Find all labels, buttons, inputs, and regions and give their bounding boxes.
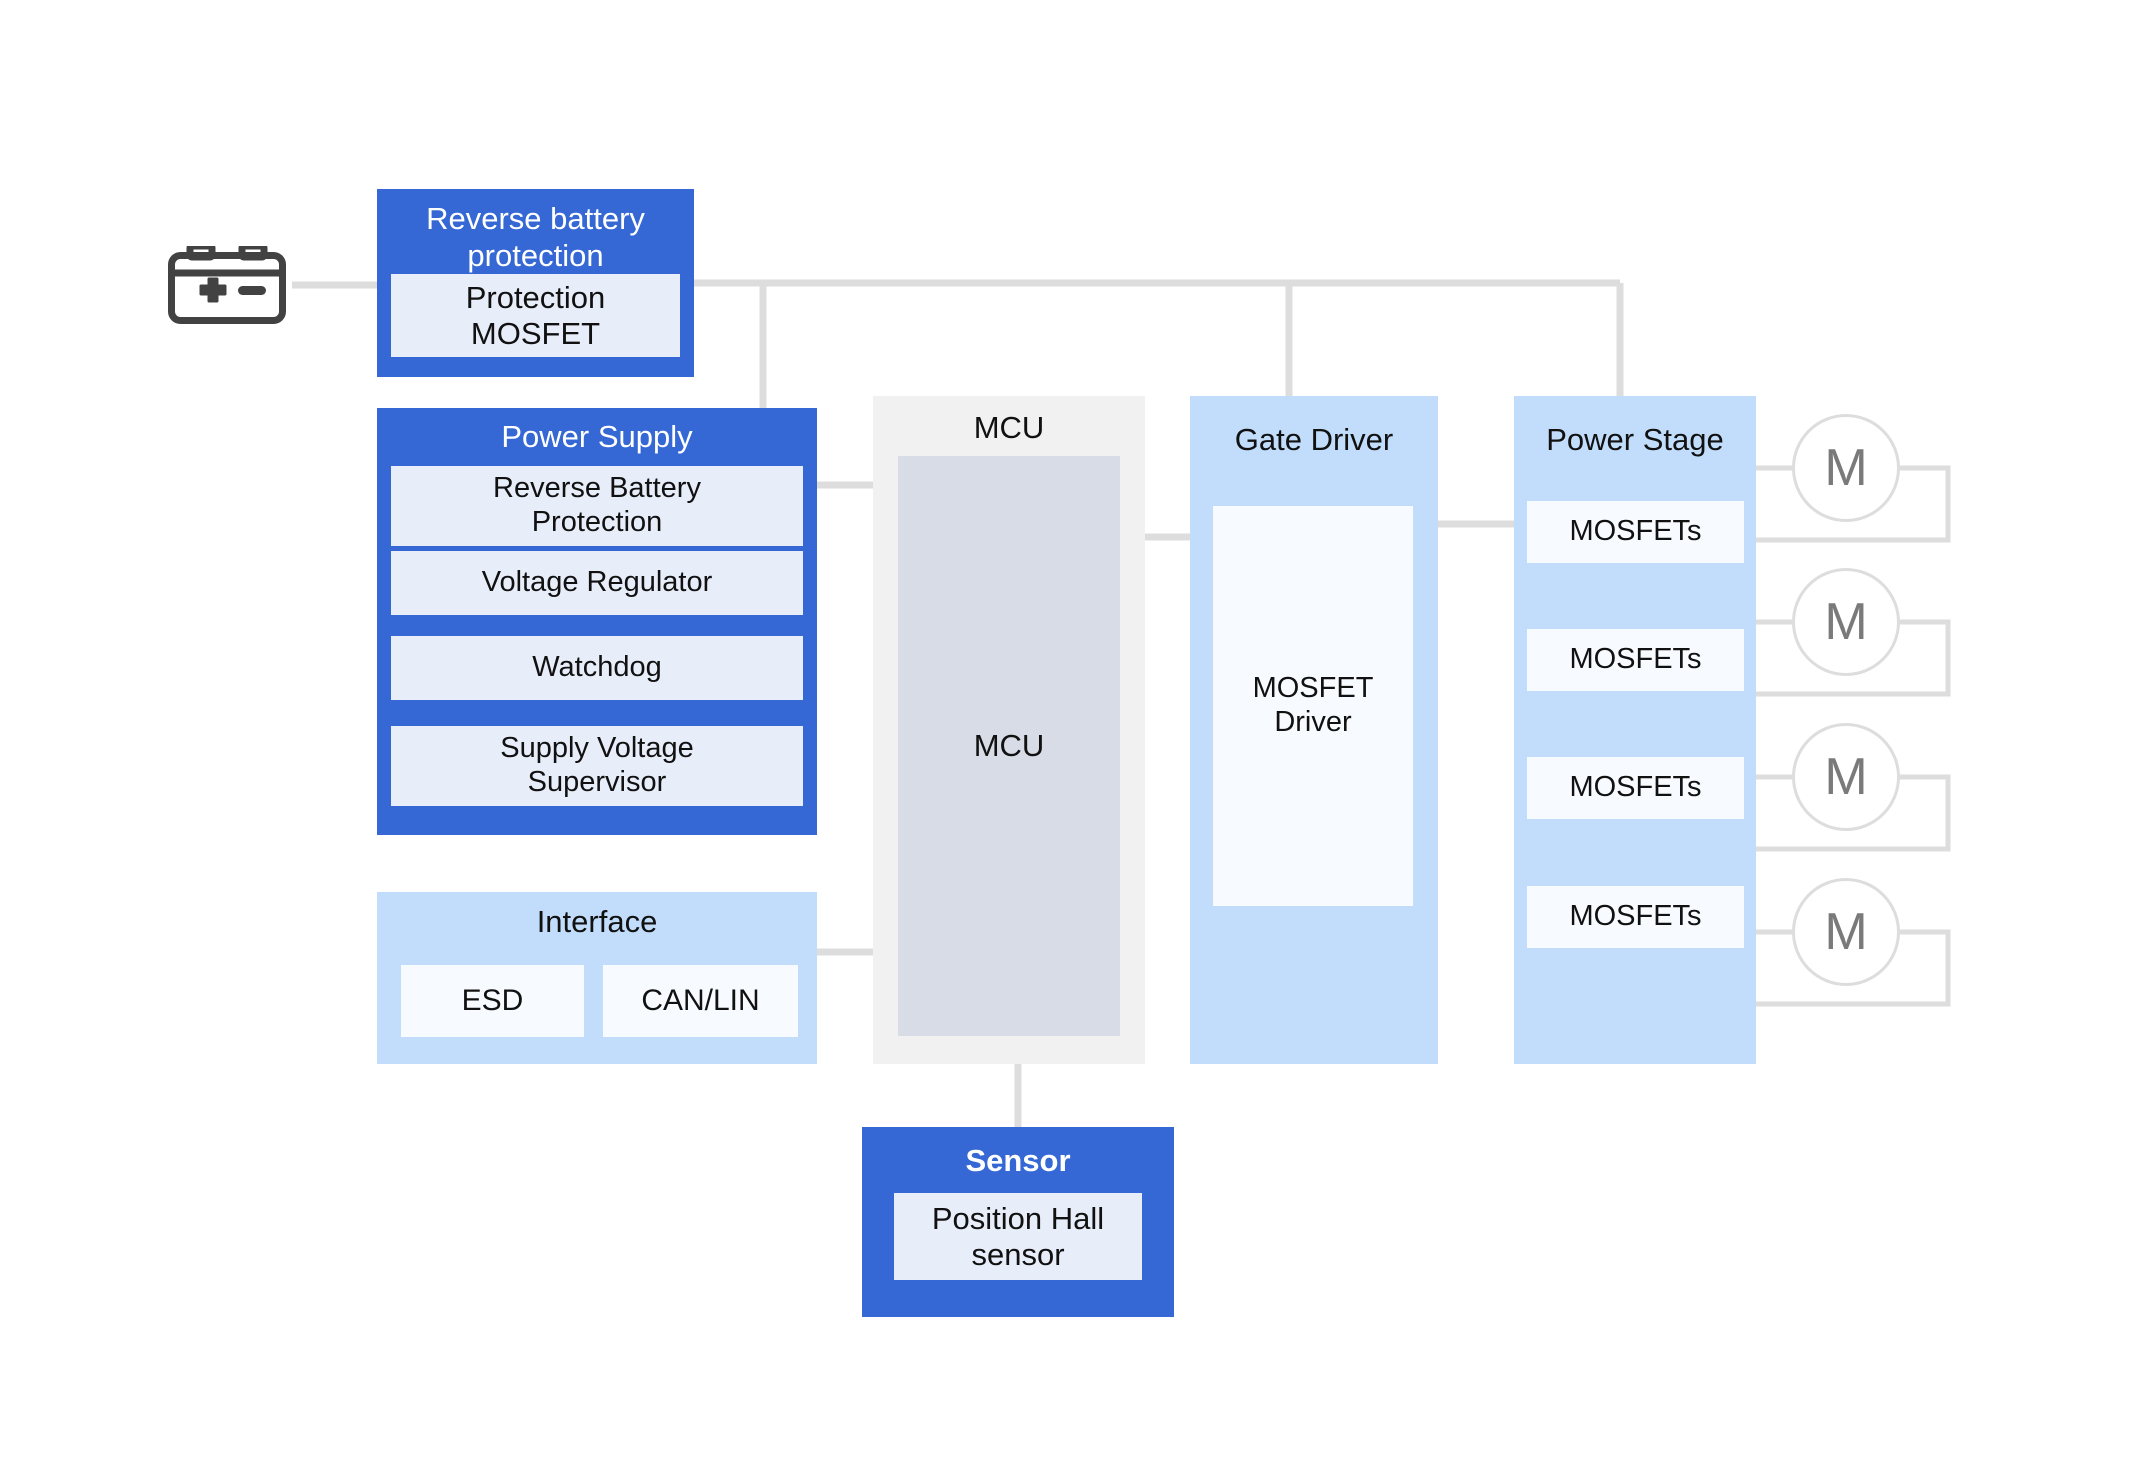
power-stage-title: Power Stage — [1546, 422, 1724, 457]
power-stage-block[interactable]: Power Stage MOSFETs MOSFETs MOSFETs MOSF… — [1514, 396, 1756, 1064]
reverse-battery-protection-title: Reverse battery protection — [426, 201, 645, 274]
car-battery-icon — [168, 246, 286, 324]
watchdog-subblock[interactable]: Watchdog — [391, 636, 803, 700]
mcu-title: MCU — [973, 410, 1045, 445]
sensor-title: Sensor — [965, 1143, 1071, 1178]
position-hall-sensor-subblock[interactable]: Position Hall sensor — [894, 1193, 1142, 1280]
esd-subblock[interactable]: ESD — [401, 965, 584, 1037]
motor-icon: M — [1792, 414, 1900, 522]
gate-driver-block[interactable]: Gate Driver MOSFET Driver — [1190, 396, 1438, 1064]
mosfets-subblock[interactable]: MOSFETs — [1527, 757, 1744, 819]
motor-icon: M — [1792, 878, 1900, 986]
can-lin-subblock[interactable]: CAN/LIN — [603, 965, 798, 1037]
interface-block[interactable]: Interface ESD CAN/LIN — [377, 892, 817, 1064]
power-supply-block[interactable]: Power Supply Reverse Battery Protection … — [377, 408, 817, 835]
reverse-battery-protection-block[interactable]: Reverse battery protection Protection MO… — [377, 189, 694, 377]
mosfet-driver-subblock[interactable]: MOSFET Driver — [1213, 506, 1413, 906]
sensor-block[interactable]: Sensor Position Hall sensor — [862, 1127, 1174, 1317]
protection-mosfet-subblock[interactable]: Protection MOSFET — [391, 274, 680, 357]
gate-driver-title: Gate Driver — [1234, 422, 1394, 457]
voltage-regulator-subblock[interactable]: Voltage Regulator — [391, 551, 803, 615]
mosfets-subblock[interactable]: MOSFETs — [1527, 629, 1744, 691]
mcu-core-subblock[interactable]: MCU — [898, 456, 1120, 1036]
motor-icon: M — [1792, 723, 1900, 831]
reverse-battery-protection-subblock[interactable]: Reverse Battery Protection — [391, 466, 803, 546]
interface-title: Interface — [536, 904, 658, 939]
mosfets-subblock[interactable]: MOSFETs — [1527, 886, 1744, 948]
supply-voltage-supervisor-subblock[interactable]: Supply Voltage Supervisor — [391, 726, 803, 806]
mcu-block[interactable]: MCU MCU — [873, 396, 1145, 1064]
power-supply-title: Power Supply — [501, 419, 693, 454]
mosfets-subblock[interactable]: MOSFETs — [1527, 501, 1744, 563]
motor-icon: M — [1792, 568, 1900, 676]
